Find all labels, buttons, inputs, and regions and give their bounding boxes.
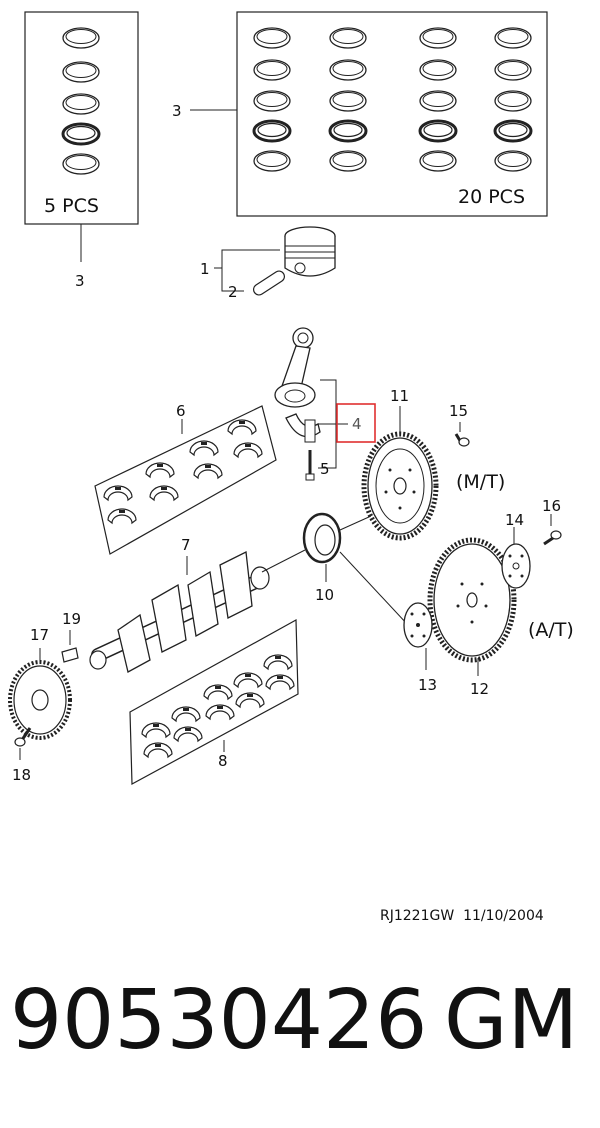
callout-6: 6: [176, 402, 186, 420]
callout-2: 2: [228, 283, 238, 301]
callout-3-right: 3: [172, 102, 182, 120]
pcs20-label: 20 PCS: [458, 186, 525, 208]
rod-bolt: [305, 450, 315, 481]
callout-17: 17: [30, 626, 49, 644]
main-bearing-set: [129, 618, 299, 785]
reinforcement-plate: [403, 602, 433, 670]
mt-label: (M/T): [456, 471, 505, 493]
flywheel-mt: [361, 406, 439, 541]
woodruff-key: [61, 630, 79, 663]
callout-16: 16: [542, 497, 561, 515]
callout-1: 1: [200, 260, 210, 278]
callout-8: 8: [218, 752, 228, 770]
flywheel-bolt: [454, 422, 470, 447]
rear-oil-seal: [261, 511, 409, 626]
piston-ring-set-20pcs: 20 PCS 3: [172, 11, 548, 217]
callout-14: 14: [505, 511, 524, 529]
callout-12: 12: [470, 680, 489, 698]
callout-4-5-leaders: [318, 379, 348, 469]
adapter-plate: [501, 527, 531, 589]
callout-19: 19: [62, 610, 81, 628]
highlight-box-part-4: [336, 403, 376, 443]
engine-parts-diagram: 5 PCS 3 20 PCS 3 1 2: [8, 11, 574, 785]
crankshaft-sprocket: [8, 648, 72, 740]
piston: [284, 226, 336, 277]
crankshaft: [89, 551, 270, 673]
piston-ring-set-5pcs: 5 PCS 3: [24, 11, 139, 290]
callout-4: 4: [352, 415, 362, 433]
flexplate-at: [427, 537, 517, 676]
rod-cap: [285, 413, 321, 443]
callout-1-2-leaders: [214, 249, 280, 292]
flexplate-bolt: [543, 514, 562, 546]
callout-5: 5: [320, 460, 330, 478]
sprocket-bolt: [14, 727, 32, 760]
piston-pin: [253, 270, 285, 296]
callout-10: 10: [315, 586, 334, 604]
at-label: (A/T): [528, 619, 574, 641]
callout-15: 15: [449, 402, 468, 420]
part-number: 90530426: [10, 973, 428, 1068]
connecting-rod: [274, 327, 316, 408]
pcs5-label: 5 PCS: [44, 195, 99, 217]
drawing-code: RJ1221GW 11/10/2004: [380, 908, 544, 924]
rod-bearing-set: [94, 405, 277, 555]
callout-7: 7: [181, 536, 191, 554]
callout-18: 18: [12, 766, 31, 784]
callout-3-left: 3: [75, 272, 85, 290]
callout-11: 11: [390, 387, 409, 405]
brand-name: GM: [444, 973, 579, 1068]
callout-13: 13: [418, 676, 437, 694]
